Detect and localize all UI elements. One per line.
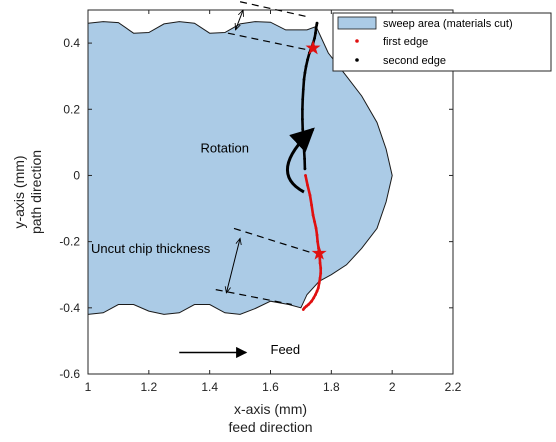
y-tick-label: -0.2: [59, 235, 80, 249]
y-axis-label: y-axis (mm): [11, 155, 27, 228]
x-tick-label: 2.2: [445, 380, 462, 394]
second-edge-point: [301, 97, 305, 101]
first-edge-point: [316, 240, 319, 244]
second-edge-point: [301, 127, 305, 131]
chip-thickness-dimension-arrow: [226, 238, 240, 293]
second-edge-point: [302, 78, 306, 81]
second-edge-point: [303, 71, 307, 75]
x-axis-sublabel: feed direction: [228, 419, 312, 435]
y-tick-label: 0.2: [63, 102, 80, 116]
first-edge-point: [314, 293, 317, 296]
first-edge-point: [318, 276, 322, 280]
y-tick-label: -0.4: [59, 301, 80, 315]
annotation-label: Feed: [271, 342, 301, 357]
second-edge-point: [303, 167, 307, 171]
first-edge-point: [317, 281, 321, 285]
second-edge-point: [301, 88, 305, 91]
star-marker: [311, 245, 327, 260]
sweep-area-region: [88, 21, 393, 315]
legend-swatch-second-edge: [355, 58, 359, 62]
first-edge-point: [319, 266, 323, 270]
legend: sweep area (materials cut) first edge se…: [332, 12, 552, 72]
rotation-arrow: [286, 127, 315, 194]
axis-ticks: 1 1.2 1.4 1.6 1.8 2 2.2 0.4 0.2 0 -0.2 -0.4 -0.6: [59, 10, 462, 394]
first-edge-point: [307, 303, 310, 306]
first-edge-point: [308, 193, 312, 197]
second-edge-point: [301, 107, 304, 111]
x-tick-label: 1.6: [262, 380, 279, 394]
legend-swatch-first-edge: [355, 39, 359, 43]
first-edge-point: [304, 174, 307, 177]
dashed-guide-line: [233, 227, 314, 254]
y-tick-label: 0.4: [63, 36, 80, 50]
first-edge-point: [310, 203, 313, 207]
first-edge-point: [310, 299, 313, 303]
second-edge-point: [314, 31, 317, 35]
x-tick-label: 1.8: [323, 380, 340, 394]
first-edge-point: [315, 289, 319, 293]
first-edge-point: [316, 286, 320, 290]
second-edge-point: [302, 147, 306, 151]
first-edge-point: [311, 213, 315, 217]
annotations: Uncut chip thicknessUncut chip thickness…: [91, 1, 315, 359]
first-edge-point: [318, 256, 322, 260]
second-edge-point: [314, 26, 318, 30]
y-tick-label: -0.6: [59, 367, 80, 381]
second-edge-point: [315, 21, 319, 25]
chip-thickness-dimension-arrow: [236, 10, 244, 30]
first-edge-point: [301, 308, 305, 311]
first-edge-point: [306, 184, 309, 187]
second-edge-point: [306, 58, 309, 61]
x-tick-label: 1: [85, 380, 92, 394]
annotation-label: Rotation: [201, 140, 249, 155]
first-edge-point: [312, 296, 316, 300]
star-marker: [305, 40, 321, 55]
second-edge-point: [304, 64, 308, 68]
annotation-label: Uncut chip thickness: [91, 241, 211, 256]
first-edge-point: [305, 304, 308, 308]
legend-label-first-edge: first edge: [383, 36, 428, 48]
legend-label-sweep-area: sweep area (materials cut): [383, 18, 513, 30]
legend-label-second-edge: second edge: [383, 55, 446, 67]
second-edge-point: [313, 36, 316, 40]
y-tick-label: 0: [73, 168, 80, 182]
first-edge-point: [318, 261, 322, 265]
second-edge-point: [301, 117, 304, 121]
first-edge-point: [315, 233, 319, 237]
first-edge-point: [319, 271, 323, 275]
x-axis-label: x-axis (mm): [234, 401, 307, 417]
dashed-guide-line: [227, 32, 308, 51]
legend-swatch-sweep-area: [337, 16, 377, 30]
y-axis-sublabel: path direction: [28, 150, 44, 234]
second-edge-point: [303, 157, 306, 161]
first-edge-point: [313, 220, 316, 224]
x-tick-label: 2: [389, 380, 396, 394]
plot-area: [88, 21, 393, 315]
x-tick-label: 1.4: [201, 380, 218, 394]
dashed-guide-line: [239, 1, 308, 18]
x-tick-label: 1.2: [140, 380, 157, 394]
first-edge-point: [314, 227, 318, 230]
